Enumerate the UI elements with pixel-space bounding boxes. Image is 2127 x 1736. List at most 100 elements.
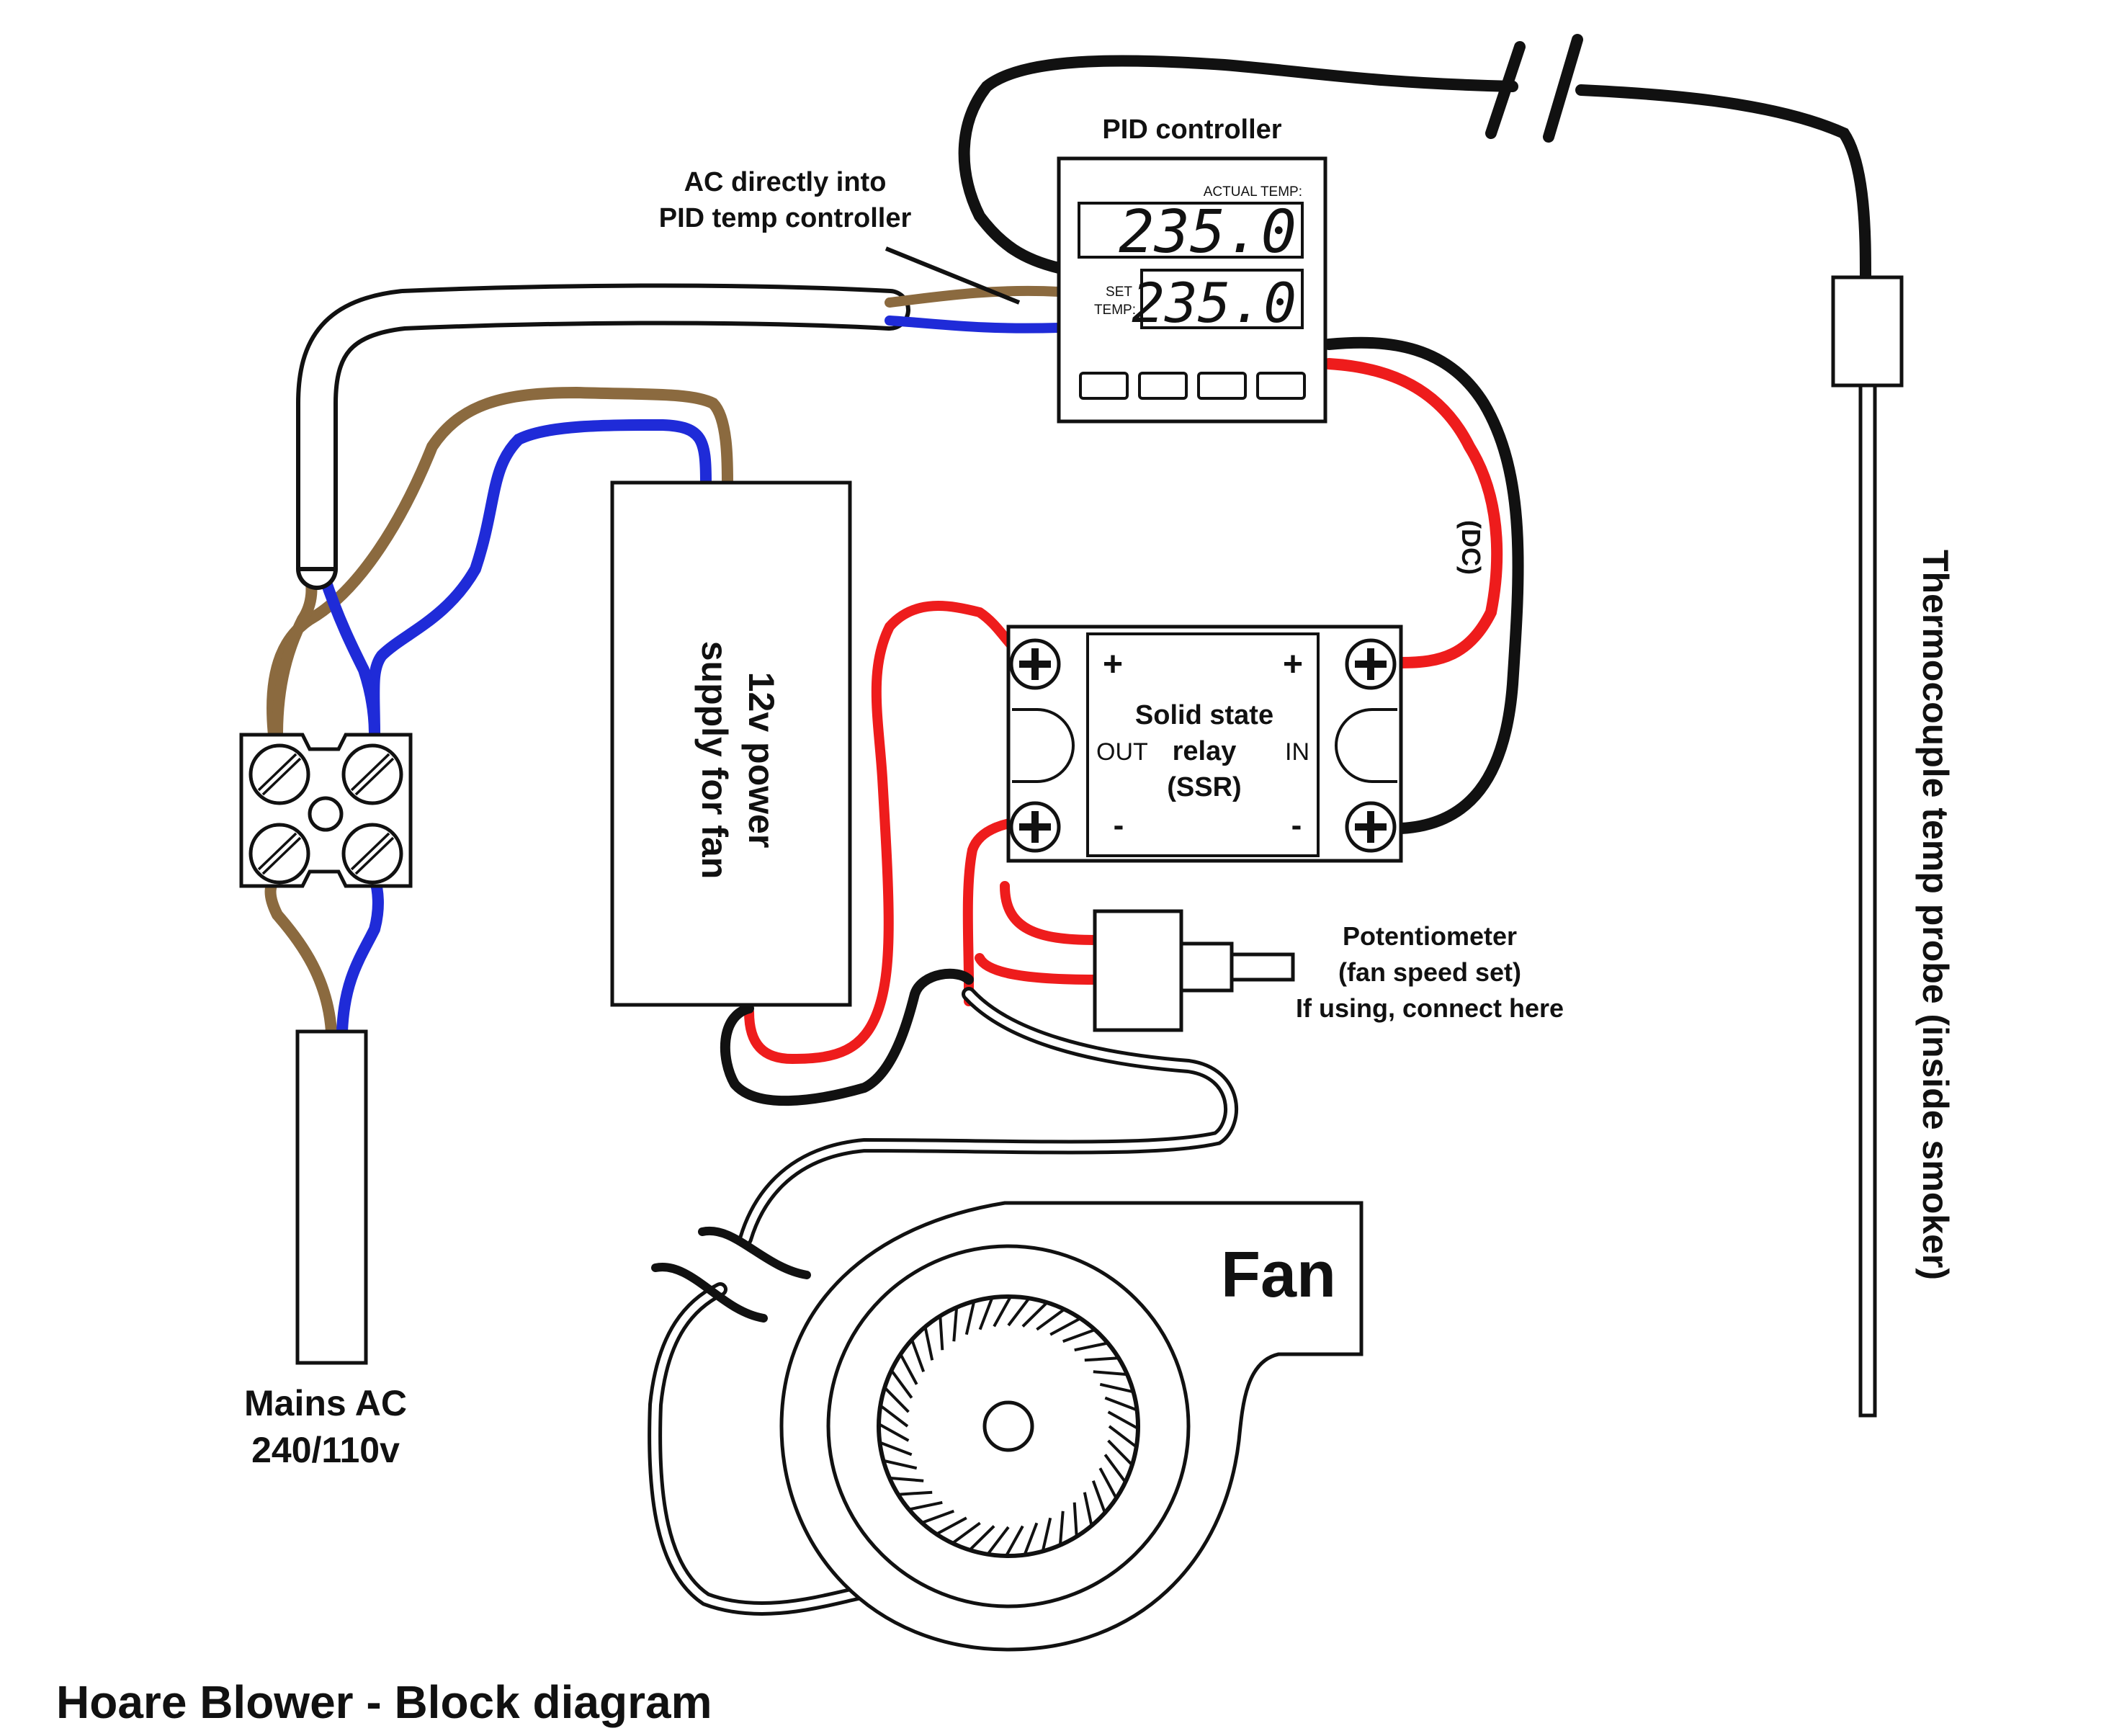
fan-blade bbox=[1041, 1517, 1052, 1552]
ssr-in-label: IN bbox=[1285, 738, 1309, 766]
fan-blade bbox=[883, 1386, 910, 1413]
ssr-right-notch bbox=[1335, 708, 1397, 783]
thermocouple-wire-pid-side bbox=[958, 55, 1518, 274]
fan-blade bbox=[1107, 1439, 1134, 1467]
fan-blade bbox=[897, 1490, 933, 1496]
psu-neutral-wire bbox=[368, 419, 712, 741]
fan-blade bbox=[1036, 1307, 1065, 1331]
ssr-terminal-out-minus bbox=[1009, 801, 1061, 853]
probe-handle bbox=[1831, 275, 1904, 388]
ssr-out-positive-wire bbox=[744, 601, 1035, 1065]
potentiometer-body bbox=[1093, 909, 1183, 1032]
fan-blade bbox=[890, 1369, 913, 1399]
fan-blade bbox=[1103, 1454, 1127, 1483]
dc-positive-wire bbox=[1323, 358, 1503, 668]
fan-blade bbox=[936, 1516, 967, 1536]
ssr-out-label: OUT bbox=[1096, 738, 1148, 766]
dc-label: (DC) bbox=[1456, 520, 1486, 575]
mains-wires bbox=[264, 873, 384, 1037]
dc-negative-wire bbox=[1323, 336, 1524, 834]
fan-hub bbox=[982, 1400, 1034, 1452]
fan-blade bbox=[1005, 1525, 1024, 1557]
thermocouple-probe bbox=[1831, 275, 1904, 1418]
potentiometer-label-line3: If using, connect here bbox=[1296, 993, 1564, 1023]
fan-blade bbox=[1093, 1370, 1128, 1377]
fan-blade bbox=[1049, 1317, 1081, 1336]
pid-button-2 bbox=[1138, 372, 1188, 400]
terminal-block bbox=[239, 733, 413, 888]
mains-live-wire bbox=[264, 873, 337, 1037]
pid-actual-display bbox=[1078, 202, 1304, 259]
ssr-label-line3: (SSR) bbox=[1167, 772, 1241, 802]
fan-blade bbox=[993, 1296, 1012, 1328]
ssr-left-notch bbox=[1012, 708, 1075, 783]
potentiometer-label-line2: (fan speed set) bbox=[1338, 957, 1521, 987]
fan-blade bbox=[921, 1509, 954, 1524]
ssr-label-line2: relay bbox=[1173, 736, 1237, 766]
fan-blade bbox=[899, 1354, 918, 1385]
solid-state-relay bbox=[1006, 625, 1403, 863]
fan-blade bbox=[1104, 1396, 1138, 1412]
ssr-out-negative-wire bbox=[962, 816, 1036, 1006]
ssr-minus-out: - bbox=[1114, 807, 1124, 843]
pid-button-3 bbox=[1197, 372, 1247, 400]
fan-blade bbox=[1083, 1492, 1093, 1526]
fan-blade bbox=[939, 1315, 944, 1351]
fan-blade bbox=[1098, 1467, 1118, 1499]
ac-note-line1: AC directly into bbox=[684, 167, 887, 197]
fan-blade bbox=[1062, 1328, 1096, 1343]
fan-blade bbox=[923, 1326, 934, 1361]
pid-set-display bbox=[1140, 269, 1304, 329]
fan-blade bbox=[1073, 1502, 1078, 1537]
fan-dc-wires bbox=[720, 601, 1100, 1106]
ssr-terminal-in-plus bbox=[1345, 638, 1397, 690]
mains-neutral-wire bbox=[336, 873, 384, 1037]
fan-blade bbox=[882, 1459, 918, 1470]
pid-actual-temp-value: 235.0 bbox=[1119, 198, 1297, 267]
fan-blade bbox=[910, 1339, 926, 1372]
fan-cable-break-mark-2 bbox=[651, 1263, 768, 1323]
ssr-plus-out: + bbox=[1103, 645, 1123, 684]
ssr-label-line1: Solid state bbox=[1135, 700, 1273, 730]
thermocouple-cable bbox=[958, 34, 1871, 283]
pid-set-temp-label-line1: SET bbox=[1106, 285, 1132, 300]
power-supply-label-line2: supply for fan bbox=[694, 641, 735, 880]
fan-blade bbox=[1074, 1341, 1109, 1352]
pot-wire-2 bbox=[975, 953, 1100, 985]
fan-blade bbox=[964, 1300, 976, 1335]
pid-neutral-wire bbox=[885, 316, 1064, 334]
potentiometer-collar bbox=[1179, 941, 1234, 993]
fan-label: Fan bbox=[1221, 1239, 1336, 1311]
mains-label-line1: Mains AC bbox=[244, 1383, 407, 1423]
pid-button-4 bbox=[1256, 372, 1306, 400]
fan-blade bbox=[879, 1441, 913, 1457]
fan-blade bbox=[889, 1476, 924, 1482]
cable-break-mark-1 bbox=[1485, 41, 1526, 139]
fan-blades bbox=[878, 1296, 1139, 1557]
sheath-fill bbox=[300, 287, 906, 586]
ssr-label-panel bbox=[1086, 632, 1320, 857]
pid-live-wire bbox=[885, 285, 1064, 308]
pid-set-temp-value: 235.0 bbox=[1132, 271, 1297, 335]
diagram-title: Hoare Blower - Block diagram bbox=[56, 1676, 712, 1728]
pid-controller-title: PID controller bbox=[1102, 115, 1281, 145]
fan-blade bbox=[908, 1500, 943, 1511]
psu-negative-wire bbox=[720, 968, 974, 1106]
pid-ac-cable bbox=[296, 283, 1064, 590]
potentiometer-shaft bbox=[1230, 952, 1295, 982]
potentiometer-label-line1: Potentiometer bbox=[1343, 921, 1517, 951]
fan-blade bbox=[1058, 1511, 1065, 1546]
probe-rod bbox=[1858, 383, 1877, 1418]
fan-blade bbox=[878, 1423, 910, 1442]
fan-cable bbox=[648, 987, 1238, 1616]
fan-blade bbox=[1023, 1522, 1039, 1556]
ac-note-pointer bbox=[885, 246, 1021, 305]
potentiometer bbox=[1093, 909, 1295, 1032]
fan-blade bbox=[1007, 1297, 1031, 1327]
fan-cable-break-mark-1 bbox=[698, 1226, 811, 1279]
thermocouple-probe-label: Thermocouple temp probe (inside smoker) bbox=[1915, 550, 1956, 1280]
power-supply-box bbox=[610, 480, 852, 1007]
fan-blade bbox=[1099, 1382, 1134, 1394]
pid-actual-temp-label: ACTUAL TEMP: bbox=[1204, 184, 1302, 200]
